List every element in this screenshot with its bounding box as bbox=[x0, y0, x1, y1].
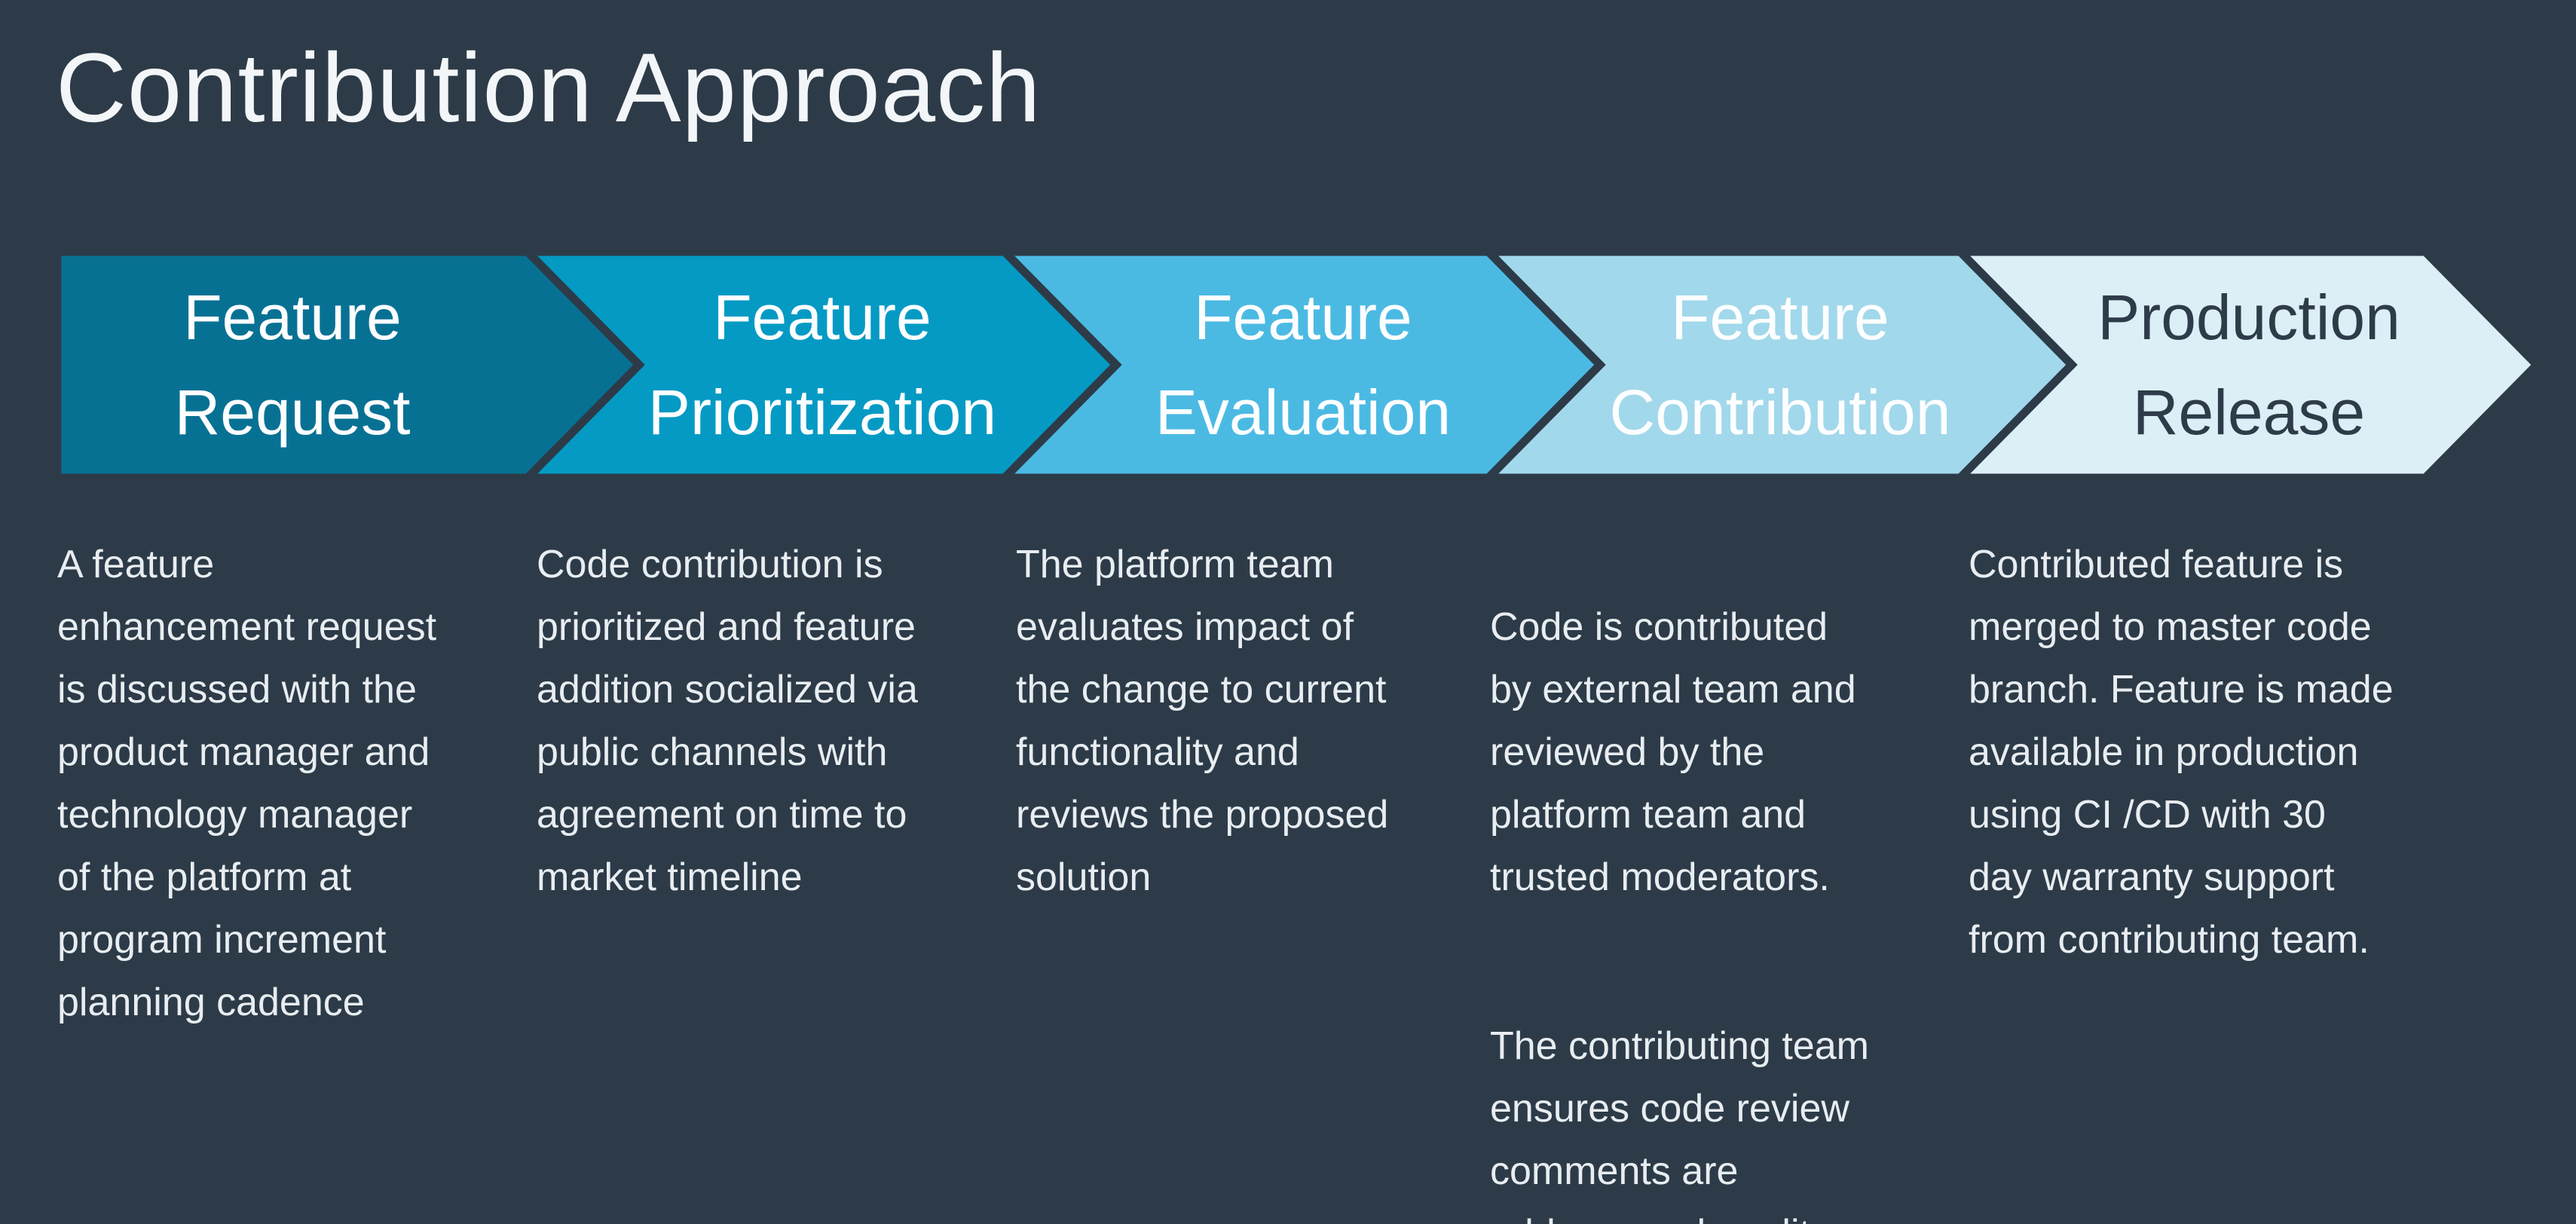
description-feature-contribution-p1: Code is contributed by external team and… bbox=[1490, 605, 1856, 899]
process-band: Feature Request Feature Prioritization F… bbox=[0, 250, 2576, 479]
description-production-release: Contributed feature is merged to master … bbox=[1969, 543, 2394, 962]
step-label-feature-request: Feature Request bbox=[174, 282, 411, 448]
description-feature-contribution: Code is contributed by external team and… bbox=[1490, 534, 1869, 1224]
step-label-feature-contribution: Feature Contribution bbox=[1609, 282, 1951, 448]
description-feature-request: A feature enhancement request is discuss… bbox=[57, 543, 437, 1024]
description-feature-contribution-p2: The contributing team ensures code revie… bbox=[1490, 1024, 1869, 1224]
chevron-flow-graphic bbox=[53, 250, 2543, 479]
description-feature-evaluation: The platform team evaluates impact of th… bbox=[1016, 543, 1389, 899]
description-feature-prioritization: Code contribution is prioritized and fea… bbox=[537, 543, 918, 899]
chevron-shape-production-release bbox=[1953, 250, 2543, 479]
page-title: Contribution Approach bbox=[56, 32, 1042, 142]
step-label-feature-prioritization: Feature Prioritization bbox=[647, 282, 997, 448]
step-label-feature-evaluation: Feature Evaluation bbox=[1155, 282, 1452, 448]
step-label-production-release: Production Release bbox=[2097, 282, 2400, 448]
